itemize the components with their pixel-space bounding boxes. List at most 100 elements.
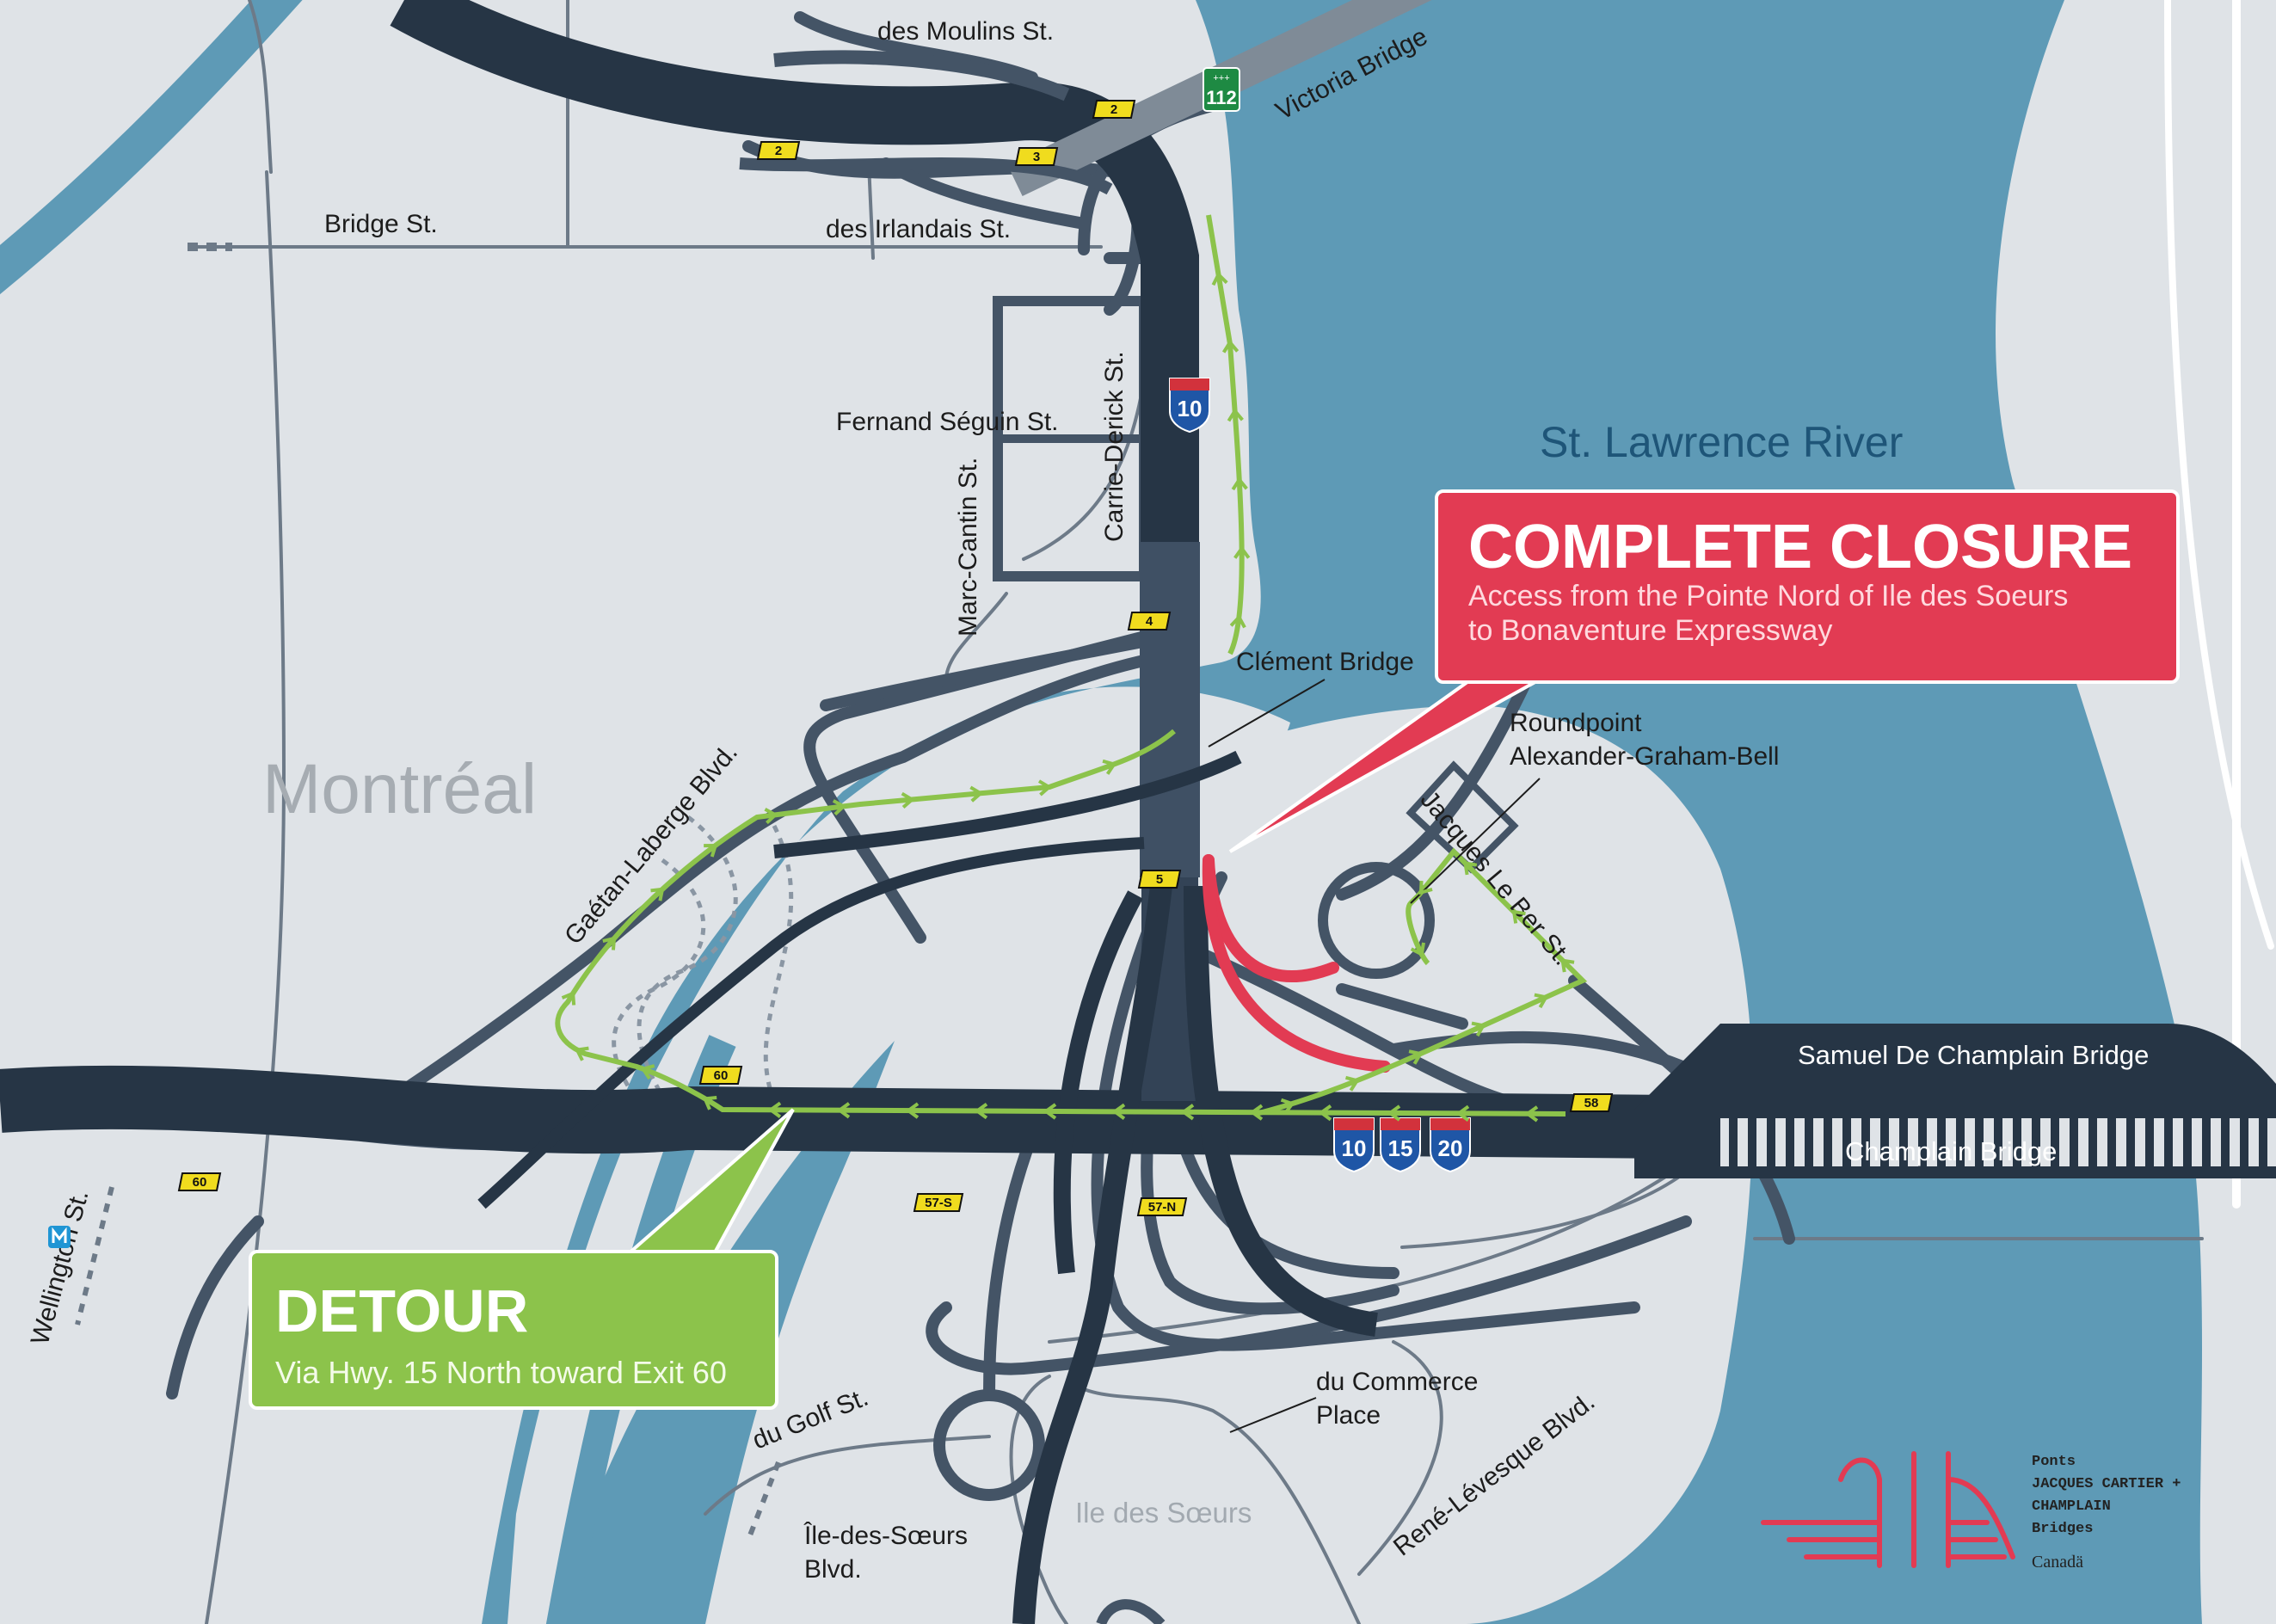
- detour-arrow: [1534, 993, 1549, 1009]
- detour-arrow: [1560, 958, 1575, 973]
- closure-box: [1435, 489, 2180, 684]
- detour-arrow: [974, 1102, 988, 1120]
- bridge-stripe: [1842, 1118, 1851, 1166]
- detour-arrow: [704, 843, 718, 858]
- closure-ramps: [1202, 854, 1391, 1073]
- svg-text:10: 10: [1342, 1135, 1367, 1161]
- bridge-stripe: [2070, 1118, 2078, 1166]
- exit-tag-2-west: 2: [756, 141, 801, 160]
- label-montreal: Montréal: [262, 750, 537, 828]
- bridge-stripe: [2107, 1118, 2116, 1166]
- detour-arrow: [574, 1046, 589, 1061]
- svg-text:58: 58: [1584, 1096, 1599, 1110]
- bridge-stripe: [1899, 1118, 1908, 1166]
- detour-arrow: [1229, 614, 1246, 629]
- detour-arrow: [640, 1064, 655, 1080]
- label-ile-des-soeurs-2: Blvd.: [804, 1555, 862, 1584]
- detour-callout: DETOUR Via Hwy. 15 North toward Exit 60: [249, 1108, 795, 1410]
- svg-text:3: 3: [1033, 150, 1040, 164]
- exit-tag-4: 4: [1127, 612, 1172, 631]
- label-clement-bridge: Clément Bridge: [1236, 648, 1414, 676]
- dashed-railway: [612, 815, 794, 1111]
- svg-text:60: 60: [714, 1068, 729, 1083]
- leader-roundpoint: [1410, 778, 1541, 904]
- bridge-stripe: [2032, 1118, 2040, 1166]
- bridge-stripe: [1956, 1118, 1965, 1166]
- label-samuel-de-champlain: Samuel De Champlain Bridge: [1798, 1040, 2149, 1070]
- detour-arrow: [1211, 271, 1228, 286]
- detour-arrow: [1280, 1098, 1295, 1115]
- bridge-stripe: [2183, 1118, 2192, 1166]
- bridge-stripe: [2259, 1118, 2267, 1166]
- detour-arrow: [1231, 477, 1248, 491]
- detour-arrow: [1102, 759, 1117, 775]
- label-irlandais: des Irlandais St.: [826, 215, 1011, 243]
- highway-20-shield: 20: [1430, 1117, 1471, 1173]
- label-ile-des-soeurs-1: Île-des-Sœurs: [803, 1522, 968, 1550]
- bridge-stripe: [2221, 1118, 2230, 1166]
- label-bridge-st: Bridge St.: [324, 210, 438, 238]
- bridge-stripe: [2202, 1118, 2211, 1166]
- exit-tag-60-east: 60: [698, 1066, 743, 1085]
- ile-roundabout-south: [1096, 1599, 1166, 1624]
- svg-text:60: 60: [193, 1175, 207, 1190]
- exit-tag-57s: 57-S: [913, 1193, 964, 1212]
- bridge-stripe: [1937, 1118, 1946, 1166]
- closure-title: COMPLETE CLOSURE: [1468, 513, 2132, 581]
- detour-arrow: [1221, 339, 1239, 354]
- detour-north: [1206, 214, 1245, 655]
- label-roundpoint-1: Roundpoint: [1510, 709, 1642, 737]
- lachine-canal: [0, 0, 303, 295]
- detour-route: [555, 729, 1566, 1116]
- svg-text:4: 4: [1146, 614, 1153, 629]
- label-fernand-seguin: Fernand Séguin St.: [836, 408, 1059, 436]
- bridge-stripe: [1861, 1118, 1870, 1166]
- detour-text: Via Hwy. 15 North toward Exit 60: [275, 1355, 727, 1390]
- label-champlain-bridge: Champlain Bridge: [1845, 1136, 2057, 1166]
- highway-15-shield: 15: [1380, 1117, 1421, 1173]
- detour-arrow: [764, 808, 778, 825]
- bridge-stripe: [1729, 1118, 1738, 1166]
- detour-box: [249, 1250, 778, 1410]
- bridge-stripe: [1918, 1118, 1927, 1166]
- label-marc-cantin: Marc-Cantin St.: [954, 458, 982, 637]
- detour-arrow: [1471, 1021, 1486, 1037]
- detour-arrow: [905, 1102, 920, 1119]
- detour-arrow: [969, 785, 984, 803]
- detour-arrow: [1418, 880, 1433, 895]
- east-bank: [1996, 0, 2276, 1624]
- svg-text:15: 15: [1388, 1135, 1413, 1161]
- label-du-commerce-1: du Commerce: [1316, 1368, 1478, 1396]
- detour-branch: [1255, 847, 1588, 1116]
- svg-text:5: 5: [1156, 872, 1163, 887]
- svg-text:57-N: 57-N: [1148, 1200, 1177, 1215]
- svg-text:+++: +++: [1213, 73, 1229, 83]
- wellington-dash: [75, 1186, 114, 1326]
- svg-text:JACQUES CARTIER +: JACQUES CARTIER +: [2032, 1476, 2181, 1492]
- detour-arrow: [1043, 1103, 1057, 1120]
- roundabout-golf: [933, 1389, 1045, 1501]
- detour-arrow: [901, 791, 915, 809]
- detour-arrow: [1408, 1049, 1424, 1065]
- bridge-stripe: [2013, 1118, 2021, 1166]
- label-roundpoint-2: Alexander-Graham-Bell: [1510, 742, 1779, 771]
- detour-arrow: [650, 887, 665, 901]
- bridge-stripe: [2145, 1118, 2154, 1166]
- detour-arrow: [1524, 1105, 1539, 1123]
- detour-arrow: [767, 1101, 782, 1118]
- svg-text:20: 20: [1438, 1135, 1463, 1161]
- exit-tag-3: 3: [1014, 147, 1059, 166]
- detour-arrow: [1233, 545, 1251, 559]
- golf-dash: [746, 1461, 781, 1541]
- route-112-shield: +++ 112: [1203, 67, 1240, 112]
- ramp-3: [739, 157, 1113, 195]
- svg-text:2: 2: [775, 144, 782, 158]
- highway-10-shield-north: 10: [1169, 378, 1210, 434]
- bridge-stripe: [2126, 1118, 2135, 1166]
- detour-arrow: [1410, 942, 1425, 957]
- bridge-stripe: [2164, 1118, 2173, 1166]
- detour-arrow: [1037, 779, 1053, 797]
- detour-arrow: [1180, 1104, 1195, 1121]
- exit-tag-58: 58: [1569, 1093, 1614, 1112]
- detour-title: DETOUR: [275, 1277, 528, 1344]
